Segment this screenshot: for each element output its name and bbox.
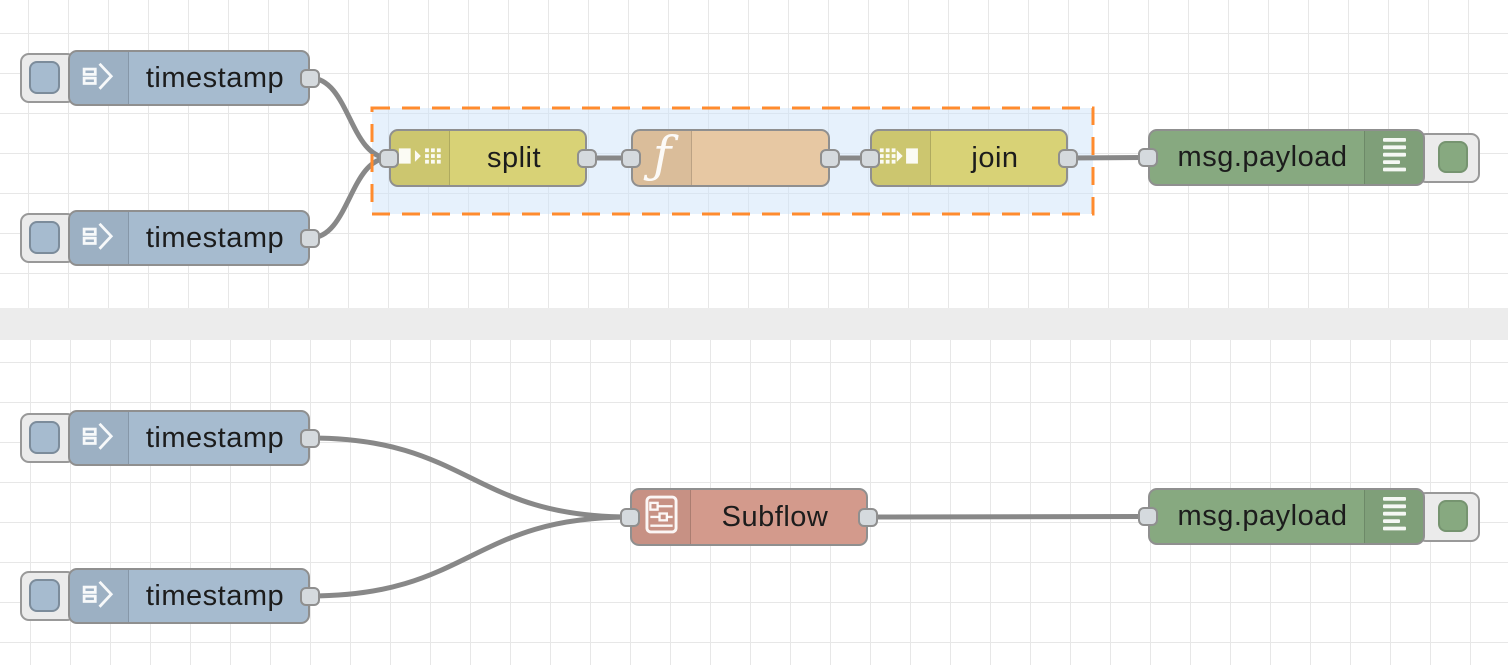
node-debug-bottom[interactable]: msg.payload [1148,488,1425,545]
debug-output-icon [1382,138,1406,177]
output-port[interactable] [858,507,878,527]
node-label: split [486,141,542,174]
node-label: join [971,141,1019,174]
node-label [691,131,822,185]
node-split[interactable]: split [389,129,587,187]
node-inject-top-1[interactable]: timestamp [68,50,310,106]
debug-toggle-button-inner[interactable] [1438,500,1468,532]
wire[interactable] [307,435,633,520]
selection-box-border [370,106,1095,216]
input-port[interactable] [621,148,641,168]
output-port[interactable] [1058,148,1078,168]
node-inject-top-2[interactable]: timestamp [68,210,310,266]
node-join[interactable]: join [870,129,1068,187]
node-icon-region [872,131,931,185]
node-label: timestamp [145,579,285,612]
node-icon-region [1364,490,1423,543]
input-port[interactable] [1138,148,1158,167]
input-port[interactable] [1138,507,1158,526]
node-label: msg.payload [1177,500,1348,532]
node-label: timestamp [145,61,285,94]
subflow-icon [644,495,678,539]
flow-divider [0,308,1508,340]
debug-toggle-button-inner[interactable] [1438,141,1468,173]
node-icon-region [1364,131,1423,184]
inject-arrow-icon [82,577,116,616]
output-port[interactable] [577,148,597,168]
inject-arrow-icon [82,219,116,258]
node-subflow[interactable]: Subflow [630,488,868,546]
node-icon-region [391,131,450,185]
split-icon [398,143,442,174]
node-function[interactable]: ƒ [631,129,830,187]
node-icon-region: ƒ [633,126,692,185]
node-label: msg.payload [1177,141,1348,173]
output-port[interactable] [300,228,320,248]
node-label: timestamp [145,421,285,454]
node-icon-region [632,490,691,544]
node-label: timestamp [145,221,285,254]
join-icon [879,143,923,174]
inject-button-inner[interactable] [29,61,60,94]
debug-output-icon [1382,497,1406,536]
node-icon-region [70,212,129,264]
inject-arrow-icon [82,59,116,98]
wire[interactable] [865,514,1151,520]
inject-button-inner[interactable] [29,221,60,254]
wire[interactable] [1065,155,1151,161]
node-icon-region [70,570,129,622]
output-port[interactable] [300,68,320,88]
node-icon-region [70,412,129,464]
input-port[interactable] [379,148,399,168]
inject-arrow-icon [82,419,116,458]
output-port[interactable] [300,428,320,448]
output-port[interactable] [300,586,320,606]
node-label: Subflow [721,500,829,533]
wire[interactable] [307,514,633,599]
inject-button-inner[interactable] [29,579,60,612]
input-port[interactable] [620,507,640,527]
node-inject-bot-1[interactable]: timestamp [68,410,310,466]
node-icon-region [70,52,129,104]
node-debug-top[interactable]: msg.payload [1148,129,1425,186]
inject-button-inner[interactable] [29,421,60,454]
wire[interactable] [307,75,392,161]
wire[interactable] [307,155,392,241]
node-inject-bot-2[interactable]: timestamp [68,568,310,624]
input-port[interactable] [860,148,880,168]
function-icon: ƒ [652,126,672,184]
output-port[interactable] [820,148,840,168]
